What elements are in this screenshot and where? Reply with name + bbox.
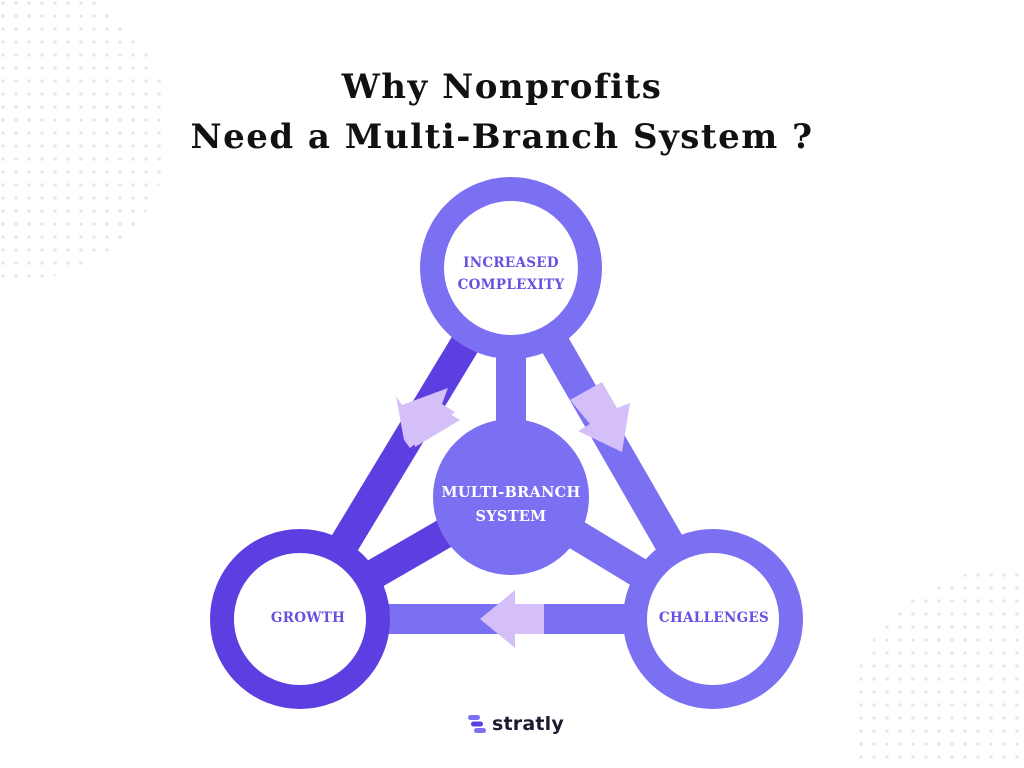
node-top-label-line-1: INCREASED <box>463 255 559 271</box>
node-center-label: MULTI-BRANCH SYSTEM <box>426 481 596 529</box>
node-top-label: INCREASED COMPLEXITY <box>441 252 581 296</box>
node-left-label-line-1: GROWTH <box>270 610 346 626</box>
node-left-label: GROWTH <box>238 607 378 629</box>
arrow-left <box>480 590 544 648</box>
node-right-ring <box>623 529 803 709</box>
arrow-up-left-body <box>408 400 460 447</box>
title-line-2: Need a Multi-Branch System ? <box>190 117 814 157</box>
node-right-label: CHALLENGES <box>644 607 784 629</box>
brand-logo: stratly <box>466 710 564 738</box>
page-title: Why Nonprofits Need a Multi-Branch Syste… <box>0 62 1004 162</box>
node-right-label-line-1: CHALLENGES <box>658 610 770 626</box>
arrow-down-right <box>570 382 630 452</box>
stratly-logo-icon <box>468 715 486 733</box>
node-left-ring <box>210 529 390 709</box>
logo-text: stratly <box>492 713 564 735</box>
node-top-ring <box>420 177 602 359</box>
title-line-1: Why Nonprofits <box>341 67 663 107</box>
node-top-label-line-2: COMPLEXITY <box>457 277 565 293</box>
node-center <box>433 419 589 575</box>
node-center-label-line-1: MULTI-BRANCH <box>441 484 581 501</box>
node-center-label-line-2: SYSTEM <box>475 508 547 525</box>
